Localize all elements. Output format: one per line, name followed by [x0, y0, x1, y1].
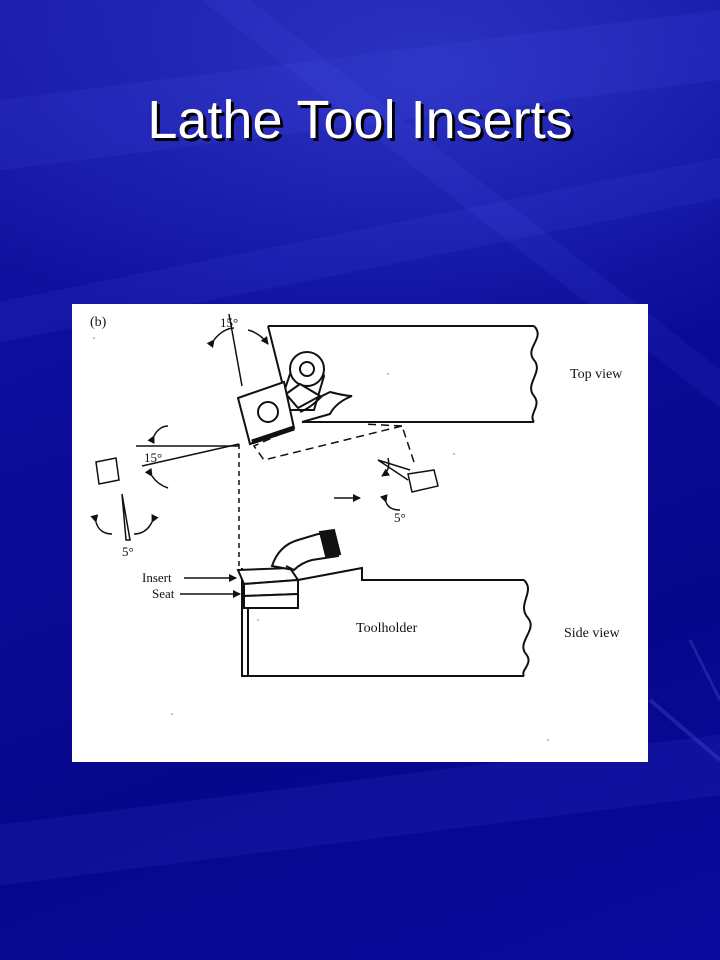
- top-view-dashed-outline: [252, 423, 415, 463]
- angle-top-label: 15°: [220, 315, 238, 330]
- side-view-label: Side view: [564, 626, 620, 641]
- left-small-insert: [95, 457, 120, 485]
- angle-left-marker: [136, 425, 240, 489]
- scan-specks: [93, 337, 549, 741]
- top-view-insert: [236, 380, 296, 446]
- seat-label: Seat: [152, 586, 175, 601]
- angle-top-marker: [206, 313, 269, 387]
- angle-bottom-right-marker: [334, 457, 411, 511]
- angle-bottom-left-marker: [90, 493, 159, 541]
- right-small-insert: [407, 469, 439, 493]
- insert-label: Insert: [142, 570, 172, 585]
- side-view-clamp: [270, 528, 342, 572]
- angle-bottom-left-label: 5°: [122, 544, 134, 559]
- slide-title: Lathe Tool Inserts: [147, 90, 573, 150]
- angle-bottom-right-label: 5°: [394, 510, 406, 525]
- top-view-label: Top view: [570, 367, 623, 382]
- angle-left-label: 15°: [144, 450, 162, 465]
- toolholder-label: Toolholder: [356, 621, 418, 636]
- side-view-seat: [243, 592, 299, 609]
- top-view-clamp: [276, 351, 326, 411]
- figure-panel: (b): [72, 304, 648, 762]
- side-view-insert: [236, 566, 300, 598]
- lathe-insert-diagram: (b): [90, 313, 623, 741]
- panel-label: (b): [90, 315, 107, 330]
- insert-seat-arrows: [180, 574, 241, 598]
